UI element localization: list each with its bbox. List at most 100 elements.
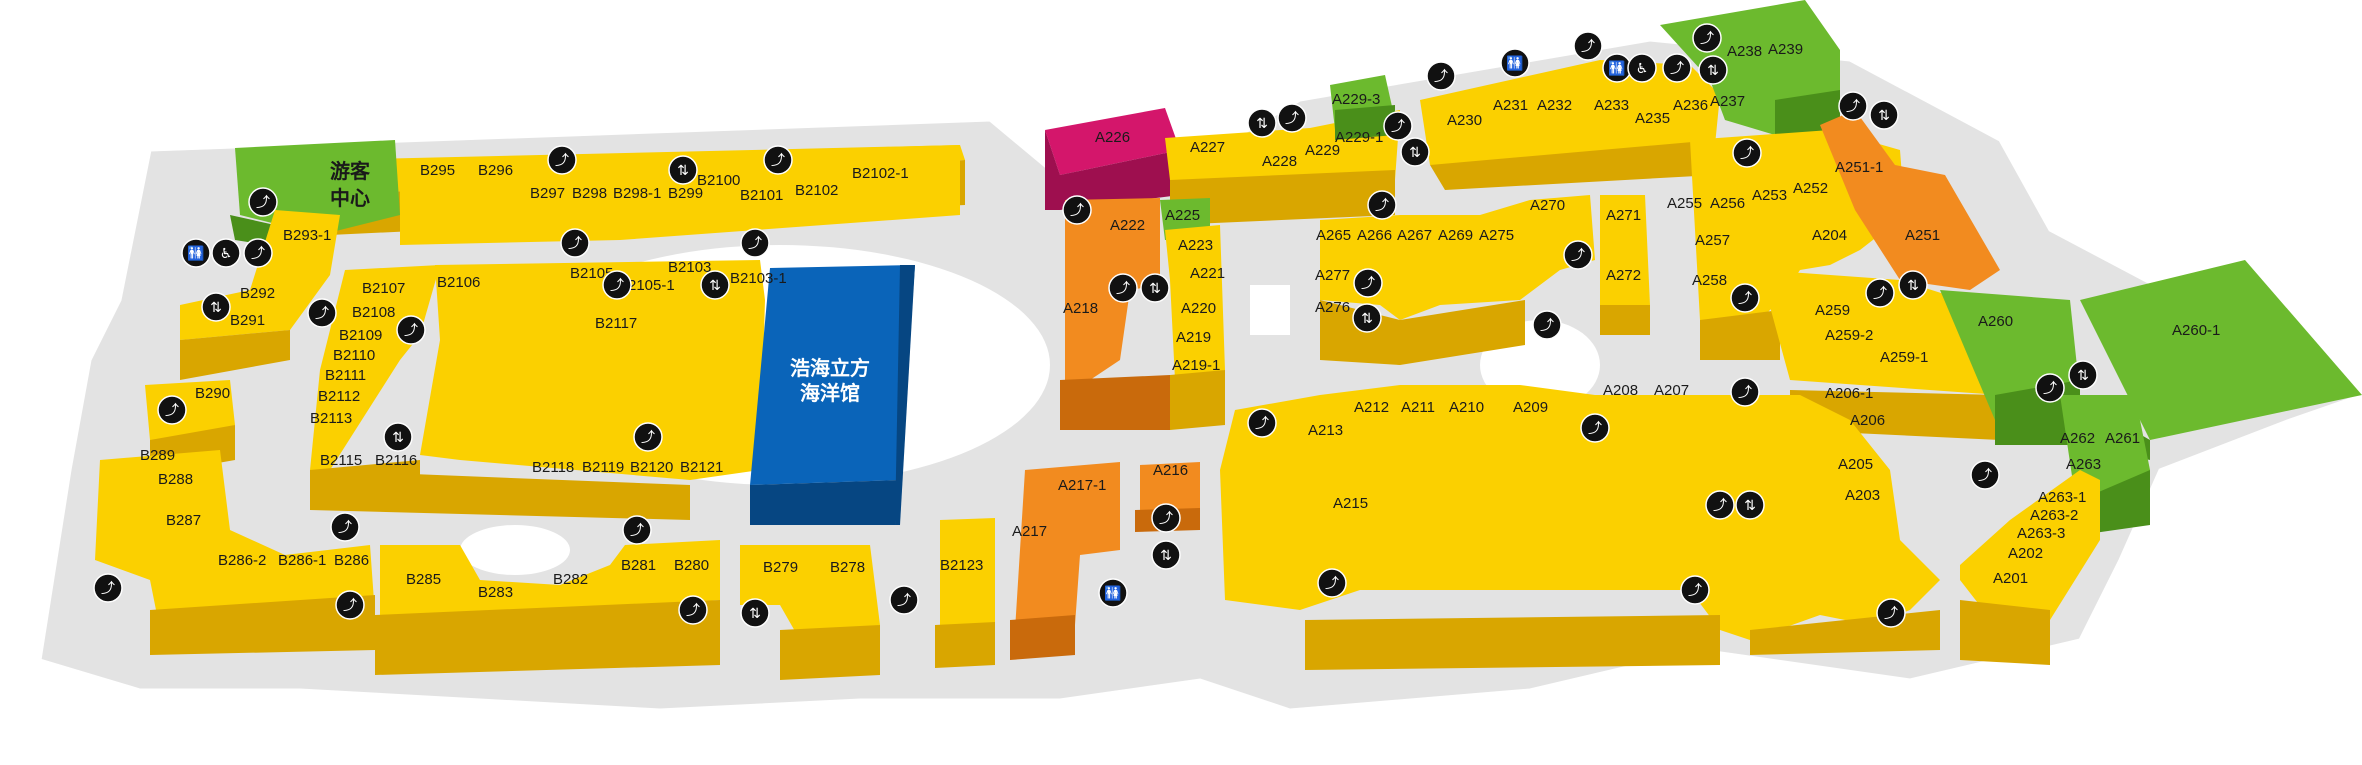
unit-a257[interactable]: A257 [1695,232,1730,249]
unit-b2103-1[interactable]: B2103-1 [730,270,787,287]
unit-a206-1[interactable]: A206-1 [1825,385,1873,402]
unit-a236[interactable]: A236 [1673,97,1708,114]
unit-b282[interactable]: B282 [553,571,588,588]
unit-a270[interactable]: A270 [1530,197,1565,214]
block-a217-a216[interactable] [1010,462,1200,660]
unit-b2109[interactable]: B2109 [339,327,382,344]
unit-b289[interactable]: B289 [140,447,175,464]
unit-a262[interactable]: A262 [2060,430,2095,447]
unit-a233[interactable]: A233 [1594,97,1629,114]
unit-a210[interactable]: A210 [1449,399,1484,416]
unit-a271[interactable]: A271 [1606,207,1641,224]
unit-b281[interactable]: B281 [621,557,656,574]
unit-a204[interactable]: A204 [1812,227,1847,244]
unit-a251-1[interactable]: A251-1 [1835,159,1883,176]
unit-a212[interactable]: A212 [1354,399,1389,416]
unit-b2121[interactable]: B2121 [680,459,723,476]
unit-b283[interactable]: B283 [478,584,513,601]
unit-b290[interactable]: B290 [195,385,230,402]
unit-b2118[interactable]: B2118 [532,459,574,476]
unit-b2115[interactable]: B2115 [320,452,362,469]
unit-a259[interactable]: A259 [1815,302,1850,319]
unit-a263-1[interactable]: A263-1 [2038,489,2086,506]
unit-b2103[interactable]: B2103 [668,259,711,276]
unit-a217-1[interactable]: A217-1 [1058,477,1106,494]
unit-b296[interactable]: B296 [478,162,513,179]
unit-a216[interactable]: A216 [1153,462,1188,479]
block-a251[interactable] [1820,110,2000,290]
unit-b293-1[interactable]: B293-1 [283,227,331,244]
unit-a263-2[interactable]: A263-2 [2030,507,2078,524]
block-a271-a272[interactable] [1600,195,1650,335]
unit-a229-3[interactable]: A229-3 [1332,91,1380,108]
unit-a253[interactable]: A253 [1752,187,1787,204]
unit-a235[interactable]: A235 [1635,110,1670,127]
block-b2123[interactable] [935,518,995,668]
unit-b2120[interactable]: B2120 [630,459,673,476]
unit-a217[interactable]: A217 [1012,523,1047,540]
unit-b291[interactable]: B291 [230,312,265,329]
unit-b2110[interactable]: B2110 [333,347,375,364]
unit-a263[interactable]: A263 [2066,456,2101,473]
unit-a277[interactable]: A277 [1315,267,1350,284]
unit-b2101[interactable]: B2101 [740,187,783,204]
unit-a215[interactable]: A215 [1333,495,1368,512]
block-a212-a215[interactable] [1220,385,1940,670]
unit-b287[interactable]: B287 [166,512,201,529]
unit-a258[interactable]: A258 [1692,272,1727,289]
block-aquarium[interactable] [750,265,915,525]
block-a229-3[interactable] [1330,75,1395,140]
unit-b297[interactable]: B297 [530,185,565,202]
unit-a225[interactable]: A225 [1165,207,1200,224]
block-a223-a219[interactable] [1165,225,1225,430]
unit-a259-2[interactable]: A259-2 [1825,327,1873,344]
unit-b278[interactable]: B278 [830,559,865,576]
unit-b2112[interactable]: B2112 [318,388,360,405]
unit-a229[interactable]: A229 [1305,142,1340,159]
unit-a266[interactable]: A266 [1357,227,1392,244]
unit-b2100[interactable]: B2100 [697,172,740,189]
unit-a260-1[interactable]: A260-1 [2172,322,2220,339]
unit-a267[interactable]: A267 [1397,227,1432,244]
unit-b2108[interactable]: B2108 [352,304,395,321]
unit-a202[interactable]: A202 [2008,545,2043,562]
unit-b2102[interactable]: B2102 [795,182,838,199]
unit-a229-1[interactable]: A229-1 [1335,129,1383,146]
block-a265-a275[interactable] [1320,195,1595,365]
block-b2106-b2121[interactable] [310,260,765,520]
unit-a206[interactable]: A206 [1850,412,1885,429]
unit-b286[interactable]: B286 [334,552,369,569]
unit-b2106[interactable]: B2106 [437,274,480,291]
unit-a272[interactable]: A272 [1606,267,1641,284]
block-a230-a237[interactable] [1420,60,1720,190]
block-b285-b280[interactable] [375,540,720,675]
unit-a261[interactable]: A261 [2105,430,2140,447]
unit-a263-3[interactable]: A263-3 [2017,525,2065,542]
unit-a209[interactable]: A209 [1513,399,1548,416]
unit-b299[interactable]: B299 [668,185,703,202]
unit-b2113[interactable]: B2113 [310,410,352,427]
unit-b2105[interactable]: B2105 [570,265,613,282]
unit-a227[interactable]: A227 [1190,139,1225,156]
unit-a260[interactable]: A260 [1978,313,2013,330]
unit-a207[interactable]: A207 [1654,382,1689,399]
unit-a213[interactable]: A213 [1308,422,1343,439]
unit-a259-1[interactable]: A259-1 [1880,349,1928,366]
unit-b2105-1[interactable]: 2105-1 [628,277,675,294]
unit-b279[interactable]: B279 [763,559,798,576]
unit-a219-1[interactable]: A219-1 [1172,357,1220,374]
unit-a256[interactable]: A256 [1710,195,1745,212]
unit-a252[interactable]: A252 [1793,180,1828,197]
unit-b2107[interactable]: B2107 [362,280,405,297]
unit-b295[interactable]: B295 [420,162,455,179]
unit-a269[interactable]: A269 [1438,227,1473,244]
block-a263-a201[interactable] [1960,470,2100,665]
unit-b2116[interactable]: B2116 [375,452,417,469]
unit-a201[interactable]: A201 [1993,570,2028,587]
unit-b286-2[interactable]: B286-2 [218,552,266,569]
unit-b2123[interactable]: B2123 [940,557,983,574]
unit-a230[interactable]: A230 [1447,112,1482,129]
unit-b2111[interactable]: B2111 [325,367,366,384]
unit-a239[interactable]: A239 [1768,41,1803,58]
unit-a223[interactable]: A223 [1178,237,1213,254]
